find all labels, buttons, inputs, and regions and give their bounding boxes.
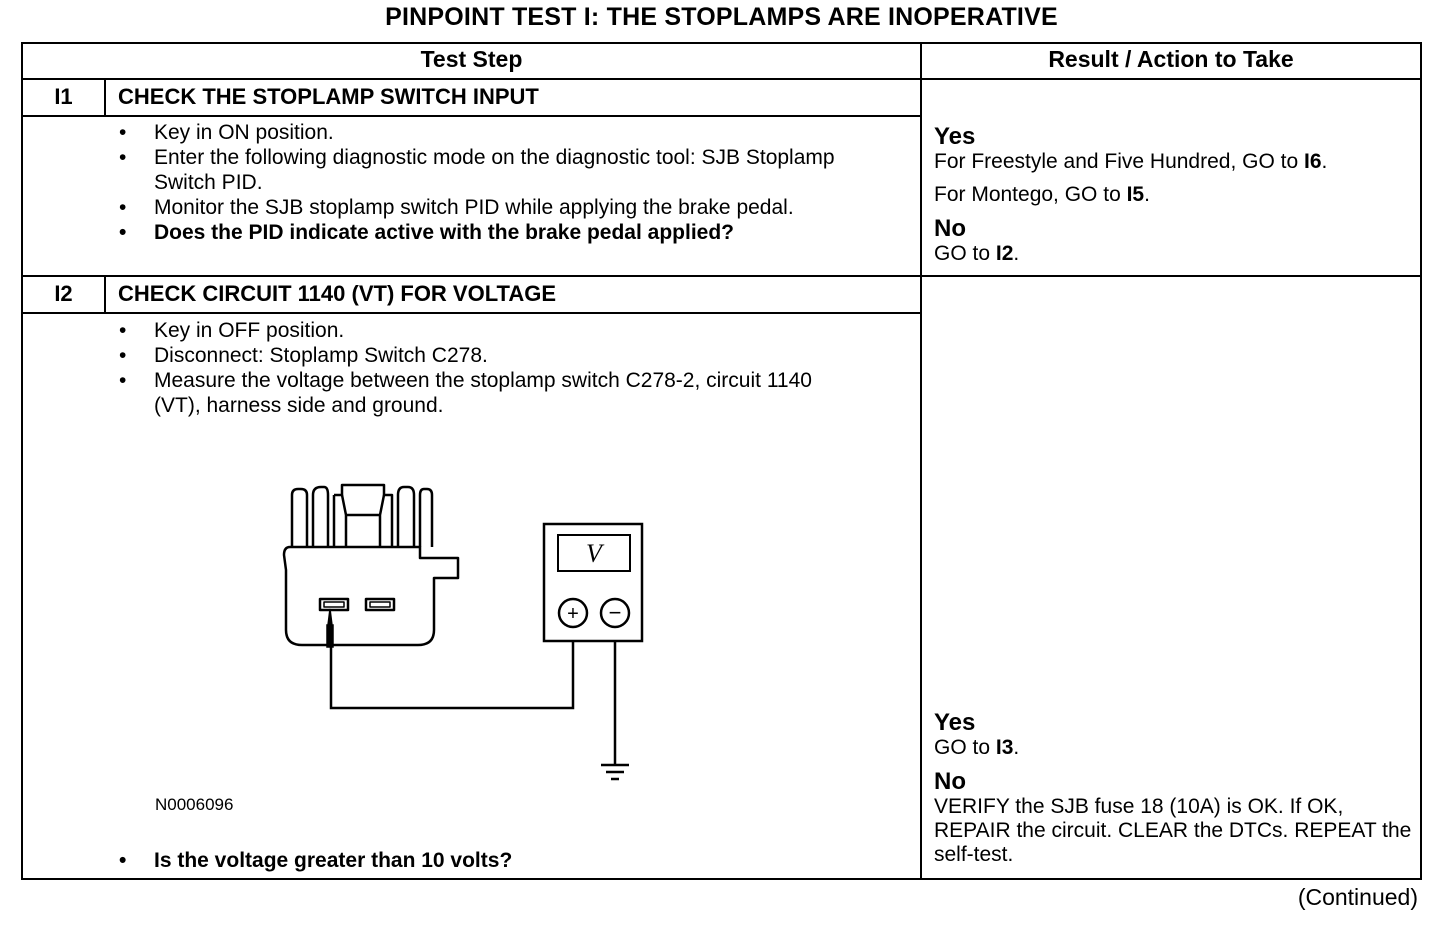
test-lead-positive — [329, 624, 575, 710]
terminal-cavity — [364, 597, 396, 612]
i2-no-action: VERIFY the SJB fuse 18 (10A) is OK. If O… — [934, 795, 1412, 866]
no-label: No — [934, 215, 966, 242]
i1-yes-action-2: For Montego, GO to I5. — [934, 183, 1150, 206]
terminal-cavity-c278-2 — [318, 597, 350, 612]
connector-body — [282, 545, 460, 647]
page-title: PINPOINT TEST I: THE STOPLAMPS ARE INOPE… — [385, 3, 1058, 31]
list-item: Key in ON position. — [117, 120, 897, 145]
no-label: No — [934, 768, 966, 795]
connector-latch-left — [290, 487, 309, 547]
step-id-i1: I1 — [54, 84, 73, 109]
ground-icon — [601, 763, 629, 781]
step-title-i2: CHECK CIRCUIT 1140 (VT) FOR VOLTAGE — [118, 281, 557, 306]
row-divider — [21, 275, 1422, 277]
negative-terminal-icon — [599, 597, 631, 629]
connector-prong-right — [396, 485, 416, 547]
list-item: Measure the voltage between the stoplamp… — [117, 368, 837, 418]
test-probe — [326, 608, 334, 648]
i2-question-list: Is the voltage greater than 10 volts? — [117, 848, 837, 873]
i1-result: Yes For Freestyle and Five Hundred, GO t… — [934, 123, 1418, 266]
voltmeter-symbol: V — [586, 539, 605, 568]
svg-text:−: − — [609, 600, 622, 625]
i1-question: Does the PID indicate active with the br… — [117, 220, 897, 245]
list-item: Enter the following diagnostic mode on t… — [117, 145, 897, 195]
list-item: Key in OFF position. — [117, 318, 837, 343]
i1-title-divider — [21, 115, 921, 117]
yes-label: Yes — [934, 123, 976, 150]
i2-question: Is the voltage greater than 10 volts? — [117, 848, 837, 873]
step-ref-i2: I2 — [995, 242, 1014, 265]
i1-yes-action-1: For Freestyle and Five Hundred, GO to I6… — [934, 150, 1328, 173]
step-id-i2: I2 — [54, 281, 73, 306]
i2-yes-action: GO to I3. — [934, 736, 1020, 759]
i1-no-action: GO to I2. — [934, 242, 1020, 265]
i1-step-list: Key in ON position. Enter the following … — [117, 120, 897, 245]
yes-label: Yes — [934, 709, 976, 736]
i2-result: Yes GO to I3. No VERIFY the SJB fuse 18 … — [934, 709, 1418, 867]
step-ref-i5: I5 — [1126, 183, 1145, 206]
list-item: Monitor the SJB stoplamp switch PID whil… — [117, 195, 897, 220]
step-ref-i6: I6 — [1303, 150, 1322, 173]
voltage-measurement-figure: V + − — [282, 483, 644, 781]
connector-latch-right — [418, 487, 434, 547]
header-divider — [21, 78, 1422, 80]
step-ref-i3: I3 — [995, 736, 1014, 759]
pinpoint-test-table — [21, 42, 1422, 880]
continued-label: (Continued) — [1297, 884, 1418, 910]
list-item: Disconnect: Stoplamp Switch C278. — [117, 343, 837, 368]
svg-text:+: + — [567, 603, 579, 625]
positive-terminal-icon — [557, 597, 589, 629]
header-result-action: Result / Action to Take — [1048, 46, 1294, 72]
step-title-i1: CHECK THE STOPLAMP SWITCH INPUT — [118, 84, 539, 109]
voltmeter-display — [557, 534, 631, 572]
step-id-divider — [104, 277, 106, 314]
step-id-divider — [104, 80, 106, 116]
figure-id: N0006096 — [155, 795, 234, 814]
column-divider — [920, 42, 922, 880]
connector-prong-left — [311, 485, 330, 547]
i2-step-list: Key in OFF position. Disconnect: Stoplam… — [117, 318, 837, 418]
i2-title-divider — [21, 312, 921, 314]
header-test-step: Test Step — [420, 46, 523, 72]
